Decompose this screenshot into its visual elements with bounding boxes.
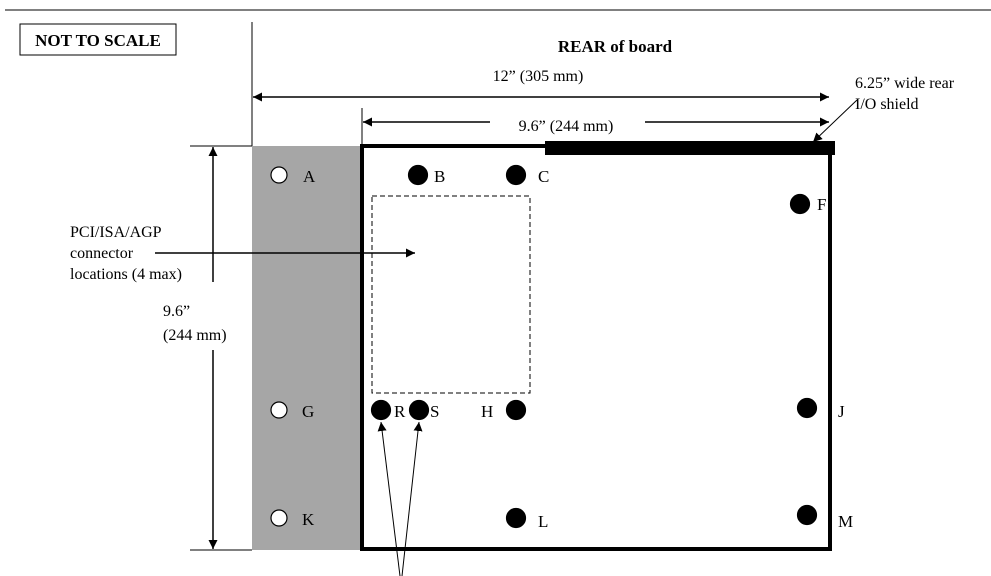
hole-label-b: B [434, 167, 445, 186]
connector-note-2: connector [70, 245, 134, 262]
hole-label-a: A [303, 167, 316, 186]
hole-label-m: M [838, 512, 853, 531]
mounting-hole-b [407, 164, 429, 186]
not-to-scale-box [19, 23, 177, 56]
hole-label-l: L [538, 512, 548, 531]
rs-pointer-arrow-s [401, 421, 423, 576]
mounting-hole-f [789, 193, 811, 215]
hole-label-k: K [302, 510, 315, 529]
mounting-hole-m [796, 504, 818, 526]
connector-note-1: PCI/ISA/AGP [70, 224, 162, 241]
overall-width-label: 12” (305 mm) [493, 68, 584, 85]
not-to-scale-label: NOT TO SCALE [35, 31, 161, 50]
io-shield-label-1: 6.25” wide rear [855, 75, 955, 92]
io-shield-bar [545, 141, 835, 155]
hole-label-f: F [817, 195, 826, 214]
rs-pointer-arrow-r [377, 421, 401, 576]
mounting-hole-a [270, 166, 288, 184]
hole-label-g: G [302, 402, 314, 421]
io-shield-leader [812, 99, 858, 143]
board-width-label: 9.6” (244 mm) [519, 118, 614, 135]
hole-label-j: J [838, 402, 845, 421]
mounting-hole-k [270, 509, 288, 527]
mounting-hole-h [505, 399, 527, 421]
height-label-1: 9.6” [163, 303, 190, 320]
io-shield-label-2: I/O shield [855, 96, 919, 113]
height-label-2: (244 mm) [163, 327, 227, 344]
mounting-hole-g [270, 401, 288, 419]
hole-label-c: C [538, 167, 549, 186]
connector-note-3: locations (4 max) [70, 266, 182, 283]
hole-label-s: S [430, 402, 439, 421]
hole-label-r: R [394, 402, 406, 421]
hole-label-h: H [481, 402, 493, 421]
mounting-hole-s [408, 399, 430, 421]
connector-region [371, 195, 531, 394]
mounting-hole-j [796, 397, 818, 419]
board-outline [360, 144, 832, 551]
rear-of-board-label: REAR of board [558, 37, 673, 56]
mounting-hole-r [370, 399, 392, 421]
expansion-keepout-area [252, 146, 362, 550]
mounting-holes: A B C F G R S H J K L M [270, 164, 853, 531]
mounting-hole-l [505, 507, 527, 529]
mounting-hole-c [505, 164, 527, 186]
